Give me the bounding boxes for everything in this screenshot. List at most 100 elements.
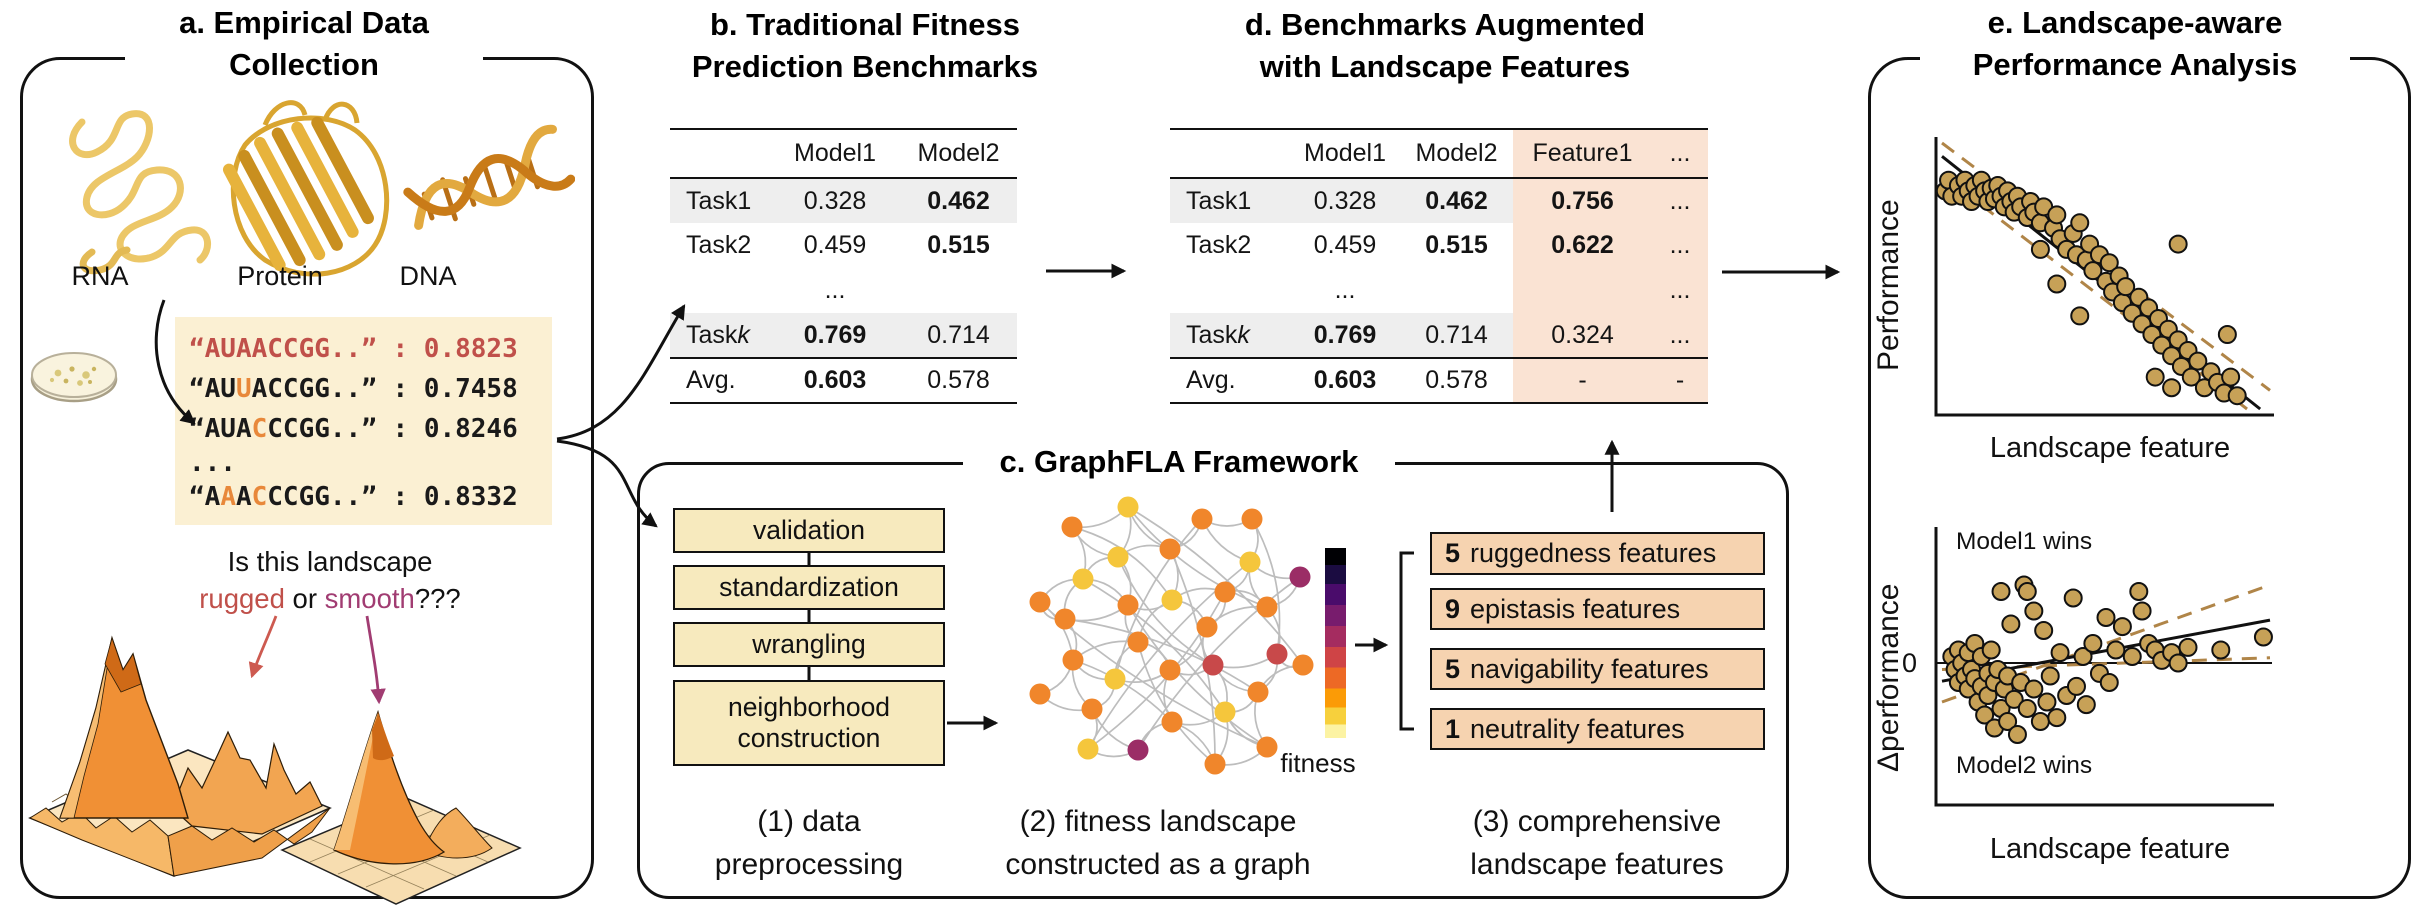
table-cell: 0.324 (1513, 313, 1652, 359)
table-cell (1400, 268, 1513, 313)
sequence-line: “AUAACCGG..” : 0.8823 (189, 329, 552, 369)
delta-performance-scatter-plot (1934, 527, 2274, 807)
graph-node (1107, 546, 1129, 568)
landscape-feature-label-bottom: Landscape feature (1989, 833, 2231, 865)
sequence-segment: “AUAACCGG..” : 0.8823 (189, 334, 518, 364)
table-cell: 0.756 (1513, 178, 1652, 223)
column-header: Model2 (1400, 129, 1513, 179)
fitness-colorbar (1325, 548, 1346, 738)
table-row: ...... (1170, 268, 1708, 313)
plot-axes (1934, 527, 2274, 807)
column-header (1170, 129, 1290, 179)
graph-node (1266, 643, 1288, 665)
feature-label: navigability features (1470, 653, 1709, 684)
column-header (670, 129, 770, 179)
table-cell: ... (1652, 313, 1708, 359)
panel-b-title-line1: b. Traditional Fitness (709, 7, 1021, 42)
table-cell: ... (1652, 223, 1708, 268)
graph-node (1054, 608, 1076, 630)
sequence-segment: C (251, 482, 268, 512)
flow-box-standardization: standardization (673, 565, 945, 610)
sequence-segment: “AUA (189, 414, 252, 444)
table-cell: 0.603 (803, 366, 867, 394)
sequence-line: ... (189, 449, 552, 477)
graph-node (1159, 659, 1181, 681)
graph-node (1247, 681, 1269, 703)
question-marks: ??? (414, 583, 461, 614)
table-cell: 0.714 (1400, 313, 1513, 359)
rna-label: RNA (71, 261, 129, 291)
graph-node (1127, 631, 1149, 653)
graph-node (1061, 516, 1083, 538)
graph-node (1202, 654, 1224, 676)
graph-node (1214, 581, 1236, 603)
feature-count: 5 (1445, 653, 1461, 684)
table-cell: ... (1334, 276, 1356, 304)
panel-a-title-line1: a. Empirical Data (179, 5, 429, 40)
row-label (1170, 268, 1290, 313)
table-cell: 0.459 (1313, 231, 1377, 259)
graph-node (1117, 594, 1139, 616)
flow-box-validation: validation (673, 508, 945, 553)
table-cell: 0.459 (803, 231, 867, 259)
sequence-data-box: “AUAACCGG..” : 0.8823 “AUUACCGG..” : 0.74… (175, 317, 552, 525)
colorbar-label: fitness (1280, 748, 1356, 778)
sequence-segment: C (251, 414, 268, 444)
table-cell: - (1652, 358, 1708, 403)
flow-box-wrangling: wrangling (673, 622, 945, 667)
row-label: Avg. (1186, 366, 1236, 394)
model1-wins-annotation: Model1 wins (1956, 528, 2093, 555)
graph-node (1196, 616, 1218, 638)
sequence-segment: CCGG..” : 0.8332 (267, 482, 518, 512)
panel-e-title-line1: e. Landscape-aware (1987, 5, 2283, 40)
graph-node (1029, 683, 1051, 705)
performance-axis-label: Performance (1872, 199, 1905, 371)
scatter-points (1935, 170, 2247, 406)
panel-a-title: a. Empirical Data Collection (125, 2, 483, 86)
question-line2: rugged or smooth??? (150, 580, 510, 617)
panel-b-title: b. Traditional Fitness Prediction Benchm… (640, 4, 1090, 88)
graph-node (1161, 711, 1183, 733)
feature-box-navigability: 5 navigability features (1430, 648, 1765, 690)
table-cell: 0.578 (1425, 366, 1488, 394)
panel-c-title: c. GraphFLA Framework (963, 440, 1395, 484)
row-label: Task2 (686, 231, 752, 259)
sequence-line: “AUUACCGG..” : 0.7458 (189, 369, 552, 409)
graph-node (1289, 566, 1311, 588)
column-header: Feature1 (1513, 129, 1652, 179)
panel-d-title: d. Benchmarks Augmented with Landscape F… (1160, 4, 1730, 88)
panel-e-title: e. Landscape-aware Performance Analysis (1920, 2, 2350, 86)
graph-node (1241, 508, 1263, 530)
scatter-points (1942, 575, 2273, 744)
table-cell: - (1513, 358, 1652, 403)
question-smooth: smooth (324, 583, 415, 614)
petri-dish-icon (30, 352, 118, 403)
question-or: or (284, 583, 325, 614)
feature-label: neutrality features (1470, 713, 1685, 744)
sequence-segment: “AU (189, 374, 236, 404)
graph-node (1117, 496, 1139, 518)
graph-node (1191, 508, 1213, 530)
graph-node (1077, 738, 1099, 760)
plot-axes (1934, 137, 2274, 417)
protein-label: Protein (237, 261, 323, 291)
graph-node (1127, 739, 1149, 761)
question-rugged: rugged (199, 583, 285, 614)
sequence-segment: “A (189, 482, 221, 512)
rna-structure-icon (69, 110, 211, 275)
feature-count: 9 (1445, 593, 1461, 624)
rugged-surface-illustration (28, 635, 332, 877)
feature-count: 5 (1445, 538, 1461, 568)
column-header: Model1 (770, 129, 900, 179)
table-cell: 0.328 (770, 178, 900, 223)
confidence-line (1941, 173, 2248, 411)
graph-node (1239, 551, 1261, 573)
